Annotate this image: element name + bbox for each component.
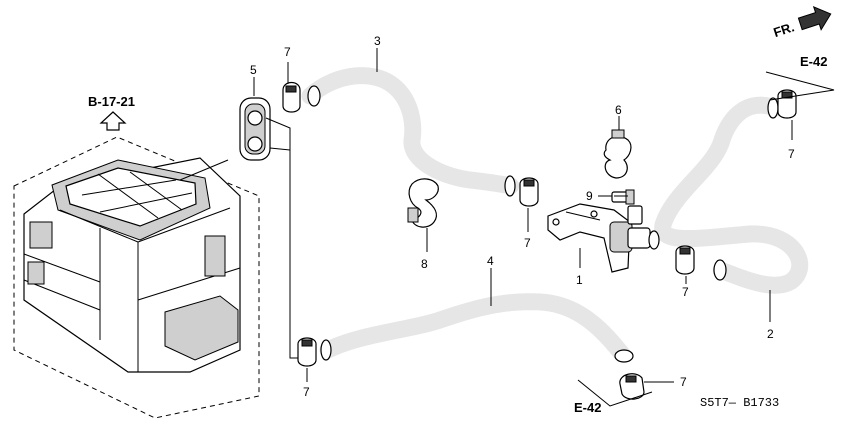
hose-clip-6	[603, 129, 632, 179]
ref-heater-unit: B-17-21	[88, 94, 135, 109]
ref-engine-bottom: E-42	[574, 400, 601, 415]
hose-2	[654, 96, 809, 294]
up-arrow-icon	[99, 111, 127, 131]
callout-2: 2	[767, 327, 774, 341]
engine-reference-bottom: E-42	[574, 379, 653, 415]
callout-7c: 7	[682, 285, 689, 299]
hose-clip-8	[407, 178, 439, 228]
callout-3: 3	[374, 34, 381, 48]
hose-clamp-b	[519, 177, 539, 207]
hose-clamp-a	[282, 81, 301, 113]
front-arrow-label: FR.	[772, 19, 797, 40]
front-direction-arrow: FR.	[772, 5, 832, 40]
callout-7e: 7	[303, 385, 310, 399]
hose-3	[301, 67, 521, 197]
callout-7a: 7	[284, 45, 291, 59]
callout-8: 8	[421, 257, 428, 271]
callout-1: 1	[576, 273, 583, 287]
callout-7f: 7	[680, 375, 687, 389]
water-valve	[547, 203, 660, 273]
diagram-code: S5T7— B1733	[700, 396, 779, 410]
grommet-part	[239, 97, 271, 161]
engine-reference-top: E-42	[765, 54, 835, 101]
callout-4: 4	[487, 254, 494, 268]
hose-clamp-d	[777, 89, 797, 119]
hose-clamp-e	[297, 337, 317, 367]
callout-7b: 7	[524, 236, 531, 250]
heater-unit	[13, 136, 260, 419]
hose-clamp-c	[675, 245, 695, 275]
bolt-part	[611, 189, 635, 205]
hose-clamp-f	[619, 373, 645, 400]
ref-engine-top: E-42	[800, 54, 827, 69]
callout-7d: 7	[788, 147, 795, 161]
hose-4	[319, 293, 634, 363]
callout-5: 5	[250, 63, 257, 77]
callout-6: 6	[615, 103, 622, 117]
callout-9: 9	[586, 189, 593, 203]
